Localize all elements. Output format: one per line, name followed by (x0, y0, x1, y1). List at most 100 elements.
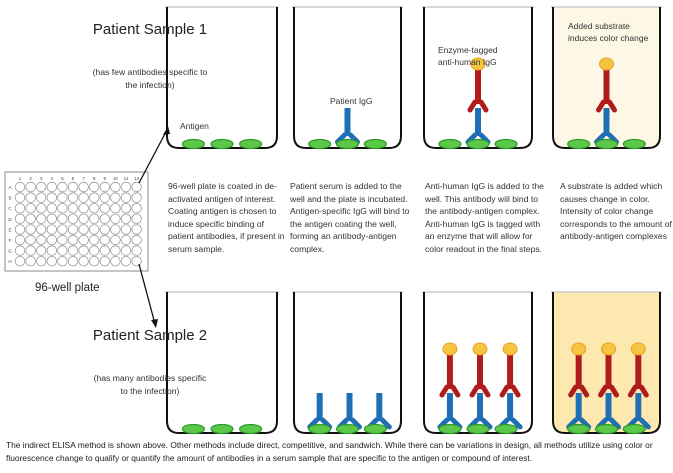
plate-well (78, 181, 89, 193)
plate-well (120, 181, 132, 193)
arrow-to-sample2 (138, 263, 156, 325)
plate-well (99, 224, 111, 235)
enzyme (502, 342, 518, 356)
plate-well (78, 245, 89, 256)
anti-human-igg-arms (499, 384, 521, 398)
anti-human-igg-arms (469, 384, 491, 398)
antibody-stem (475, 108, 481, 136)
plate-well (78, 192, 89, 203)
plate-well (120, 213, 132, 225)
antibody-stem (446, 393, 453, 421)
antigen (622, 138, 646, 150)
anti-human-igg-stem (475, 70, 481, 104)
anti-human-igg-arms (568, 384, 590, 398)
antigen (335, 423, 360, 435)
antigen (239, 423, 263, 435)
antibody-stem (507, 393, 514, 421)
antigen (594, 138, 619, 150)
enzyme-tagged-label: Enzyme-tagged anti-human IgG (438, 45, 498, 67)
plate-well (110, 202, 121, 214)
step-2-text: Patient serum is added to the well and t… (290, 181, 410, 254)
antibody-stem (603, 108, 610, 136)
plate-well (131, 224, 142, 235)
plate-well (88, 256, 100, 267)
antigen (210, 138, 234, 150)
antigen (438, 138, 462, 150)
enzyme (470, 57, 486, 71)
plate-column-label: 4 (51, 176, 54, 181)
antigen (308, 138, 332, 150)
anti-human-igg-stem (635, 355, 642, 389)
plate-well (46, 181, 58, 193)
plate-well (57, 245, 68, 256)
antibody-stem (316, 393, 323, 421)
plate-well (88, 202, 100, 214)
plate-row-label: B (8, 196, 11, 201)
footer-text: The indirect ELISA method is shown above… (6, 440, 653, 463)
antibody-stem (635, 393, 642, 421)
plate-well (110, 234, 121, 246)
sample2-title: Patient Sample 2 (92, 327, 208, 344)
patient-igg-label: Patient IgG (330, 96, 373, 106)
substrate-label: Added substrate induces color change (568, 21, 649, 43)
plate-well (67, 202, 79, 214)
plate-well (36, 234, 47, 246)
plate-well (99, 256, 111, 267)
plate-well (99, 202, 111, 214)
antigen (363, 138, 387, 150)
plate-well (110, 213, 121, 225)
arrow-to-sample1 (138, 127, 169, 184)
plate-well (78, 234, 89, 246)
plate-well (131, 213, 142, 225)
antigen (466, 423, 490, 435)
antibody-stem (344, 108, 351, 136)
antibody-stem (346, 393, 353, 421)
plate-well (88, 181, 100, 193)
plate-well (25, 181, 36, 193)
plate-well (14, 256, 26, 267)
plate-well (110, 224, 121, 235)
plate-well (120, 224, 132, 235)
plate-well (110, 245, 121, 256)
antigen (567, 423, 591, 435)
plate-well (67, 192, 79, 203)
plate-well (57, 202, 68, 214)
plate-column-label: 7 (82, 176, 85, 181)
well-outline (166, 292, 278, 434)
plate-well (120, 192, 132, 203)
antigen (181, 423, 205, 435)
plate-well (46, 202, 58, 214)
plate-well (36, 181, 47, 193)
plate-column-label: 3 (40, 176, 43, 181)
plate-well (46, 245, 58, 256)
plate-row-label: A (8, 185, 11, 190)
antigen (466, 138, 490, 150)
plate-column-label: 9 (104, 176, 107, 181)
antigen (363, 423, 387, 435)
plate-well (131, 192, 142, 203)
plate-well (110, 256, 121, 267)
plate-well (14, 192, 26, 203)
antibody-stem (477, 393, 483, 421)
antigen (494, 423, 518, 435)
anti-human-igg-arms (467, 99, 489, 113)
enzyme (571, 342, 587, 356)
plate-well (46, 224, 58, 235)
plate-well (25, 213, 36, 225)
plate-well (99, 181, 111, 193)
plate-well (67, 213, 79, 225)
plate-well (25, 234, 36, 246)
plate-well (99, 245, 111, 256)
plate-well (46, 192, 58, 203)
antigen (181, 138, 205, 150)
antigen (335, 138, 360, 150)
sample1-title: Patient Sample 1 (92, 21, 208, 38)
well-sample2-step3 (422, 291, 534, 435)
plate-well (120, 202, 132, 214)
antigen (494, 138, 518, 150)
step-3-text: Anti-human IgG is added to the well. Thi… (425, 181, 544, 254)
anti-human-igg-stem (603, 70, 610, 104)
well-sample1-step3 (422, 6, 534, 150)
anti-human-igg-stem (446, 355, 453, 389)
